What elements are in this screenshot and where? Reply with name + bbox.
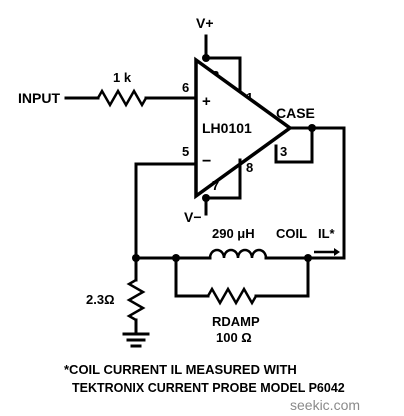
pin-3-label: 3 xyxy=(280,144,287,159)
minus-sign: − xyxy=(202,153,211,170)
pin-8-label: 8 xyxy=(246,160,253,175)
watermark: seekic.com xyxy=(290,397,360,413)
plus-sign: + xyxy=(202,93,211,110)
opamp-body xyxy=(194,56,293,200)
rdamp-label: RDAMP xyxy=(212,314,260,329)
current-label: IL* xyxy=(318,226,336,241)
input-resistor-label: 1 k xyxy=(113,70,132,85)
sense-resistor xyxy=(126,278,146,322)
inductor-label: 290 μH xyxy=(212,226,255,241)
footnote-line-2: TEKTRONIX CURRENT PROBE MODEL P6042 xyxy=(72,381,345,395)
inductor-coil xyxy=(208,248,268,259)
chip-label: LH0101 xyxy=(202,120,252,136)
input-resistor xyxy=(96,88,148,108)
rdamp-value: 100 Ω xyxy=(216,330,252,345)
pin-6-label: 6 xyxy=(182,80,189,95)
pin8-bypass xyxy=(204,158,242,200)
sense-resistor-label: 2.3Ω xyxy=(86,292,115,307)
damp-branch-right xyxy=(254,256,310,298)
pin-7-label: 7 xyxy=(212,178,219,193)
pin5-feedback xyxy=(134,162,198,260)
pin2-bypass xyxy=(204,56,242,98)
supply-negative-label: V− xyxy=(184,209,202,225)
damp-branch-left xyxy=(174,256,210,298)
pin3-loop xyxy=(274,126,314,164)
damping-resistor xyxy=(206,286,258,306)
current-arrowhead xyxy=(334,248,340,256)
coil-label: COIL xyxy=(276,226,307,241)
output-to-coil xyxy=(332,126,346,260)
case-label: CASE xyxy=(276,105,315,121)
footnote-line-1: *COIL CURRENT IL MEASURED WITH xyxy=(64,362,297,377)
supply-positive-label: V+ xyxy=(196,15,214,31)
pin-5-label: 5 xyxy=(182,144,189,159)
input-label: INPUT xyxy=(18,90,60,106)
